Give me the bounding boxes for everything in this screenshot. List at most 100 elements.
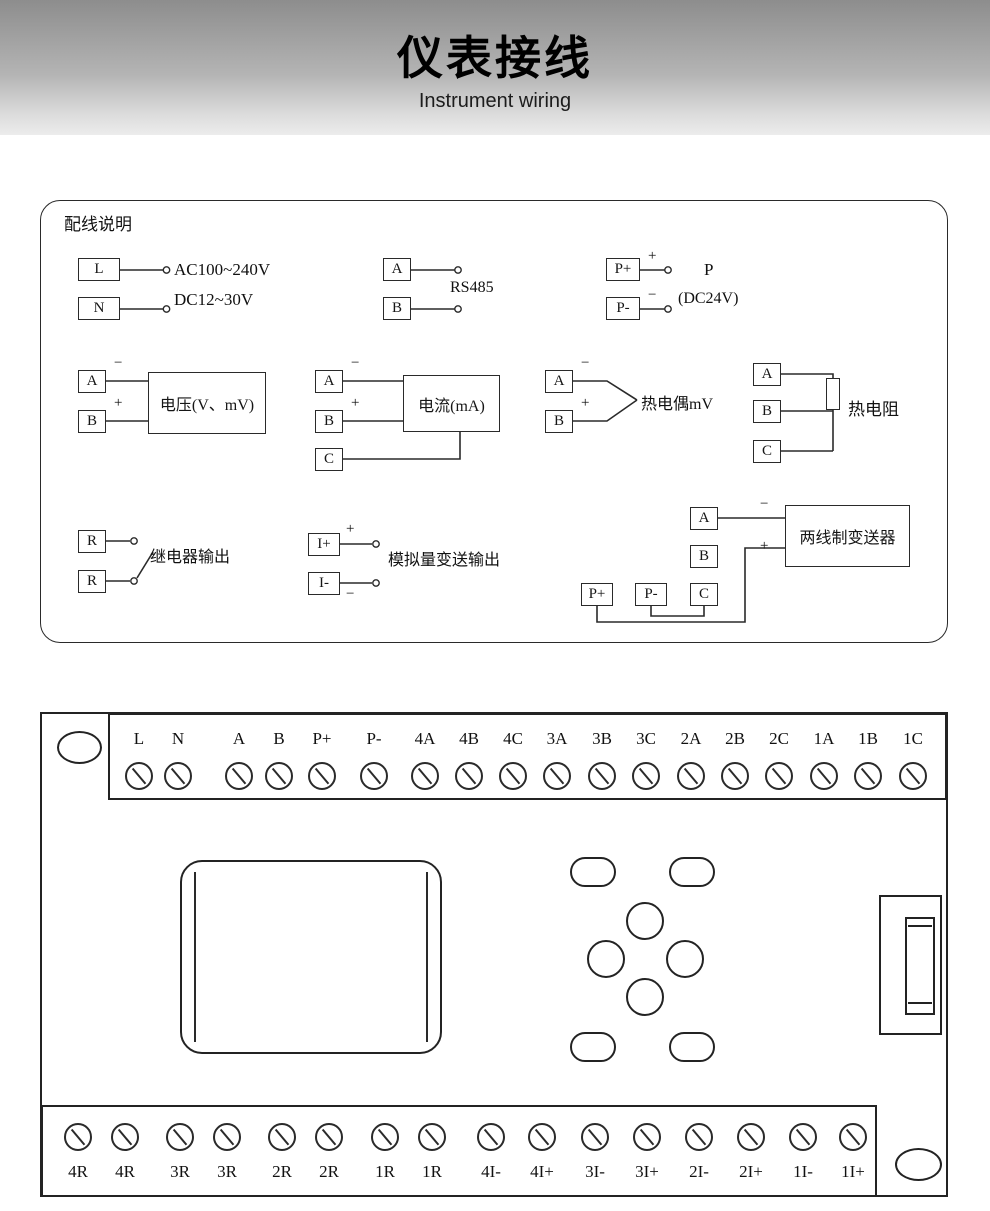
top-terminal-label: 4B — [459, 729, 479, 748]
power-out-spec: (DC24V) — [678, 290, 739, 307]
minus-sign: − — [760, 496, 769, 512]
screw-terminal-icon — [125, 762, 153, 790]
power-ac-label: AC100~240V — [174, 260, 271, 279]
bottom-terminal-label: 2R — [319, 1162, 339, 1181]
screw-terminal-icon — [588, 762, 616, 790]
bottom-terminal-label: 1R — [375, 1162, 395, 1181]
terminal-curr-a: A — [315, 370, 343, 393]
plus-sign: + — [648, 248, 657, 264]
terminal-curr-b: B — [315, 410, 343, 433]
bottom-terminal-label: 1I- — [793, 1162, 813, 1181]
display-window — [180, 860, 442, 1054]
terminal-tx-p-minus: P- — [635, 583, 667, 606]
screw-terminal-icon — [166, 1123, 194, 1151]
top-terminal-label: 4C — [503, 729, 523, 748]
minus-sign: − — [581, 355, 590, 371]
terminal-tx-c: C — [690, 583, 718, 606]
screw-terminal-icon — [677, 762, 705, 790]
bottom-terminal-label: 4I+ — [530, 1162, 554, 1181]
terminal-rs485-b: B — [383, 297, 411, 320]
button-up — [626, 902, 664, 940]
screw-terminal-icon — [111, 1123, 139, 1151]
analog-out-label: 模拟量变送输出 — [388, 552, 501, 569]
button-top-left — [570, 857, 616, 887]
minus-sign: − — [346, 586, 355, 602]
top-terminal-label: 2B — [725, 729, 745, 748]
screw-terminal-icon — [899, 762, 927, 790]
screw-terminal-icon — [854, 762, 882, 790]
screw-terminal-icon — [268, 1123, 296, 1151]
screw-terminal-icon — [528, 1123, 556, 1151]
terminal-p-minus: P- — [606, 297, 640, 320]
screw-terminal-icon — [632, 762, 660, 790]
connector-pin — [908, 925, 932, 927]
button-top-right — [669, 857, 715, 887]
top-terminal-label: A — [232, 729, 246, 748]
button-down — [626, 978, 664, 1016]
mounting-hole-top — [57, 731, 102, 764]
relay-label: 继电器输出 — [150, 549, 231, 566]
top-terminal-label: 1C — [903, 729, 923, 748]
top-terminal-label: N — [171, 729, 185, 748]
screw-terminal-icon — [810, 762, 838, 790]
screw-terminal-icon — [581, 1123, 609, 1151]
connector-pin — [908, 1002, 932, 1004]
screw-terminal-icon — [685, 1123, 713, 1151]
resistor-symbol — [826, 378, 840, 410]
display-edge-line — [194, 872, 196, 1042]
terminal-p-plus: P+ — [606, 258, 640, 281]
terminal-tx-a: A — [690, 507, 718, 530]
top-terminal-label: 3B — [592, 729, 612, 748]
terminal-rtd-b: B — [753, 400, 781, 423]
top-terminal-label: 3A — [546, 729, 568, 748]
bottom-terminal-label: 1I+ — [841, 1162, 865, 1181]
button-bottom-right — [669, 1032, 715, 1062]
terminal-tx-p-plus: P+ — [581, 583, 613, 606]
screw-terminal-icon — [455, 762, 483, 790]
side-connector-slot — [905, 917, 935, 1015]
screw-terminal-icon — [64, 1123, 92, 1151]
terminal-rtd-c: C — [753, 440, 781, 463]
plus-sign: + — [114, 395, 123, 411]
wiring-instructions: 配线说明 — [40, 200, 948, 643]
wiring-box-title: 配线说明 — [64, 215, 132, 234]
terminal-volt-a: A — [78, 370, 106, 393]
terminal-iout-minus: I- — [308, 572, 340, 595]
screw-terminal-icon — [721, 762, 749, 790]
minus-sign: − — [351, 355, 360, 371]
rtd-label: 热电阻 — [848, 400, 899, 419]
plus-sign: + — [760, 538, 769, 554]
top-terminal-label: B — [273, 729, 285, 748]
button-bottom-left — [570, 1032, 616, 1062]
terminal-tx-b: B — [690, 545, 718, 568]
screw-terminal-icon — [765, 762, 793, 790]
terminal-L: L — [78, 258, 120, 281]
top-terminal-label: 1A — [813, 729, 835, 748]
screw-terminal-icon — [543, 762, 571, 790]
screw-terminal-icon — [308, 762, 336, 790]
terminal-tc-a: A — [545, 370, 573, 393]
bottom-terminal-label: 2I+ — [739, 1162, 763, 1181]
terminal-iout-plus: I+ — [308, 533, 340, 556]
bottom-terminal-label: 3R — [170, 1162, 190, 1181]
screw-terminal-icon — [265, 762, 293, 790]
current-box: 电流(mA) — [403, 375, 500, 432]
top-terminal-label: 2C — [769, 729, 789, 748]
top-terminal-label: P- — [366, 729, 382, 748]
top-terminal-label: P+ — [312, 729, 332, 748]
button-right — [666, 940, 704, 978]
thermocouple-label: 热电偶mV — [641, 396, 714, 413]
power-dc-label: DC12~30V — [174, 290, 254, 309]
bottom-terminal-label: 4R — [68, 1162, 88, 1181]
button-left — [587, 940, 625, 978]
terminal-panel: L N A B P+ P- 4A 4B 4C 3A 3B 3C 2A 2B 2C… — [40, 712, 948, 1197]
page-title: 仪表接线 — [397, 32, 593, 84]
terminal-curr-c: C — [315, 448, 343, 471]
screw-terminal-icon — [839, 1123, 867, 1151]
minus-sign: − — [648, 287, 657, 303]
plus-sign: + — [351, 395, 360, 411]
bottom-terminal-label: 4R — [115, 1162, 135, 1181]
screw-terminal-icon — [360, 762, 388, 790]
terminal-N: N — [78, 297, 120, 320]
screw-terminal-icon — [633, 1123, 661, 1151]
